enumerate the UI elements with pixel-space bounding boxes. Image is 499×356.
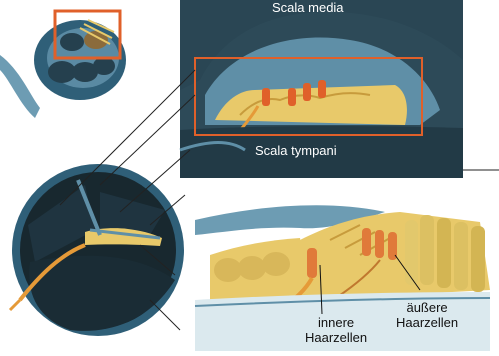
label-scala-media: Scala media	[272, 1, 344, 15]
label-outer-line1: äußere	[396, 300, 458, 315]
label-inner-hair-cells: innere Haarzellen	[305, 315, 367, 345]
label-outer-line2: Haarzellen	[396, 315, 458, 330]
label-outer-hair-cells: äußere Haarzellen	[396, 300, 458, 330]
cochlea-overview-figure	[0, 11, 126, 118]
label-scala-tympani: Scala tympani	[255, 144, 337, 158]
label-inner-line1: innere	[305, 315, 367, 330]
label-inner-line2: Haarzellen	[305, 330, 367, 345]
scala-detail-figure	[180, 0, 499, 178]
cochlear-duct-section	[10, 164, 184, 336]
